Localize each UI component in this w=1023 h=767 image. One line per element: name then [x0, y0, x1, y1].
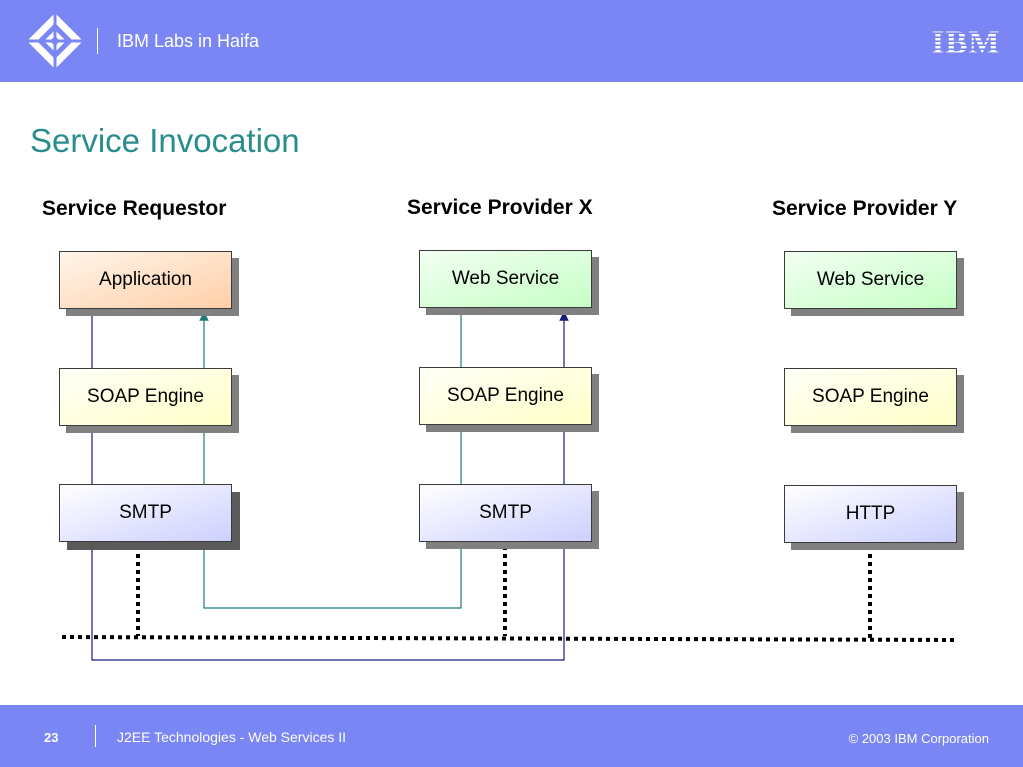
provider-y-web-service-box: Web Service [784, 251, 957, 309]
slide-title: Service Invocation [30, 122, 300, 159]
provider-x-smtp-box: SMTP [419, 484, 592, 542]
page-number: 23 [44, 730, 59, 745]
header-bar: IBM Labs in Haifa IBM [0, 0, 1023, 82]
header-title: IBM Labs in Haifa [117, 31, 260, 51]
provider-x-soap-engine-box: SOAP Engine [419, 367, 592, 425]
ibm-logo-icon: IBM [931, 25, 1001, 61]
response-path-line [199, 311, 462, 609]
network-bus-line [61, 635, 959, 642]
provider-y-http-box: HTTP [784, 485, 957, 543]
footer-divider [95, 725, 96, 747]
requestor-smtp-box: SMTP [59, 484, 232, 542]
column-title-provider-x: Service Provider X [407, 196, 593, 219]
provider-x-web-service-box: Web Service [419, 250, 592, 308]
haifa-labs-logo-icon [24, 10, 86, 72]
provider-y-soap-engine-box: SOAP Engine [784, 368, 957, 426]
requestor-soap-engine-box: SOAP Engine [59, 368, 232, 426]
footer-course-title: J2EE Technologies - Web Services II [117, 729, 347, 745]
column-title-requestor: Service Requestor [42, 197, 227, 220]
ibm-logo-text: IBM [932, 26, 1001, 56]
application-box: Application [59, 251, 232, 309]
header-divider [97, 28, 98, 54]
column-title-provider-y: Service Provider Y [772, 197, 958, 220]
footer-bar: 23 J2EE Technologies - Web Services II ©… [0, 705, 1023, 767]
footer-copyright: © 2003 IBM Corporation [848, 731, 989, 746]
